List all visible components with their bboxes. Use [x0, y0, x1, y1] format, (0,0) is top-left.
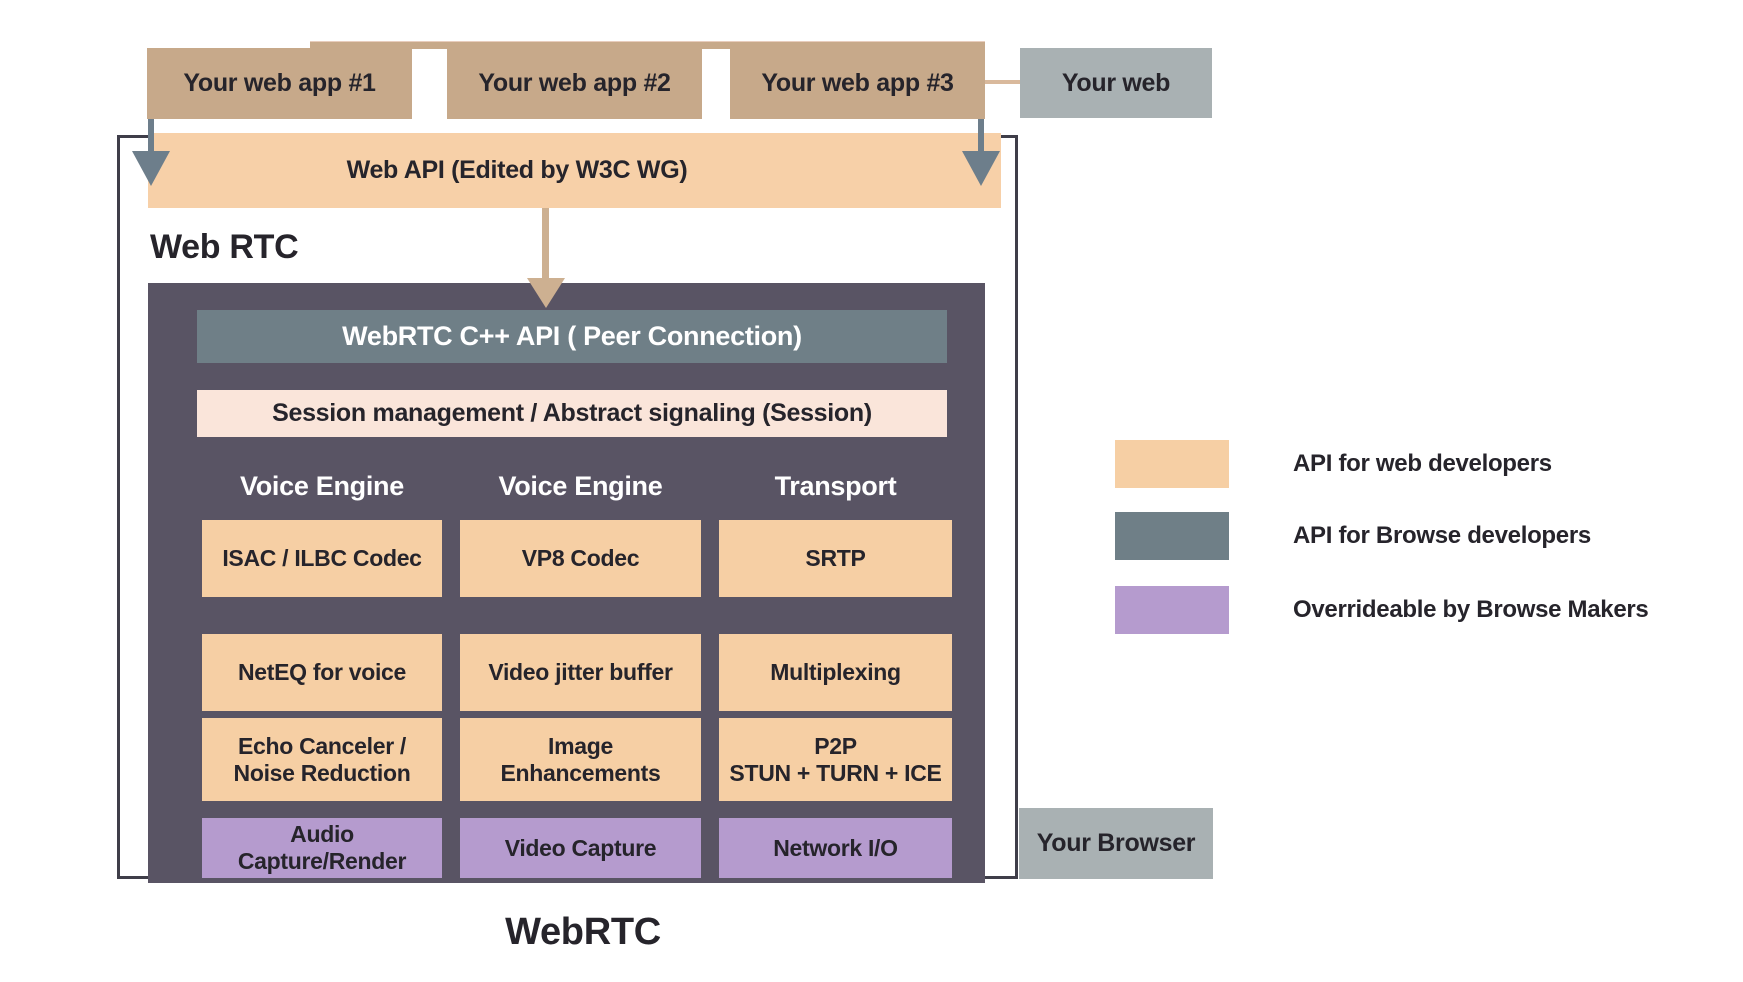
right-down-arrow-icon — [978, 119, 984, 153]
column-header-transport: Transport — [774, 471, 897, 501]
legend-swatch-api-browse — [1115, 512, 1229, 560]
left-down-arrowhead-icon — [132, 151, 170, 186]
webapi-to-webrtc-arrowhead-icon — [527, 278, 565, 308]
session-management-bar: Session management / Abstract signaling … — [197, 390, 947, 437]
legend-swatch-api-web — [1115, 440, 1229, 488]
cell-isac-ilbc-codec: ISAC / ILBC Codec — [202, 520, 442, 597]
web-rtc-heading: Web RTC — [150, 227, 299, 266]
cell-p2p-stun-turn-ice: P2P STUN + TURN + ICE — [719, 718, 952, 801]
web-api-bar-label: Web API (Edited by W3C WG) — [346, 156, 688, 184]
cpp-api-bar: WebRTC C++ API ( Peer Connection) — [197, 310, 947, 363]
web-api-bar — [148, 133, 1001, 208]
cell-multiplexing: Multiplexing — [719, 634, 952, 711]
column-header-voice-engine-2: Voice Engine — [498, 471, 663, 501]
webrtc-caption: WebRTC — [505, 911, 661, 953]
cell-image-enhancements: Image Enhancements — [460, 718, 701, 801]
your-web-box: Your web — [1020, 48, 1212, 118]
right-down-arrowhead-icon — [962, 151, 1000, 186]
cell-video-capture: Video Capture — [460, 818, 701, 878]
web-app-1-box: Your web app #1 — [147, 48, 412, 119]
your-browser-box: Your Browser — [1019, 808, 1213, 879]
cell-srtp: SRTP — [719, 520, 952, 597]
apps-connector-line — [310, 41, 985, 49]
cell-audio-capture-render: Audio Capture/Render — [202, 818, 442, 878]
web-app-3-box: Your web app #3 — [730, 48, 985, 119]
cell-video-jitter-buffer: Video jitter buffer — [460, 634, 701, 711]
column-header-voice-engine-1: Voice Engine — [240, 471, 404, 501]
legend-label-overrideable: Overrideable by Browse Makers — [1293, 596, 1649, 623]
left-down-arrow-icon — [148, 119, 154, 153]
legend-swatch-overrideable — [1115, 586, 1229, 634]
cell-network-io: Network I/O — [719, 818, 952, 878]
cell-neteq-for-voice: NetEQ for voice — [202, 634, 442, 711]
web-app-2-box: Your web app #2 — [447, 48, 702, 119]
legend-label-api-browse: API for Browse developers — [1293, 522, 1591, 549]
app3-to-your-web-connector — [985, 80, 1020, 84]
cell-echo-canceler-noise-reduction: Echo Canceler / Noise Reduction — [202, 718, 442, 801]
cell-vp8-codec: VP8 Codec — [460, 520, 701, 597]
legend-label-api-web: API for web developers — [1293, 450, 1552, 477]
webapi-to-webrtc-arrow-icon — [542, 208, 549, 280]
